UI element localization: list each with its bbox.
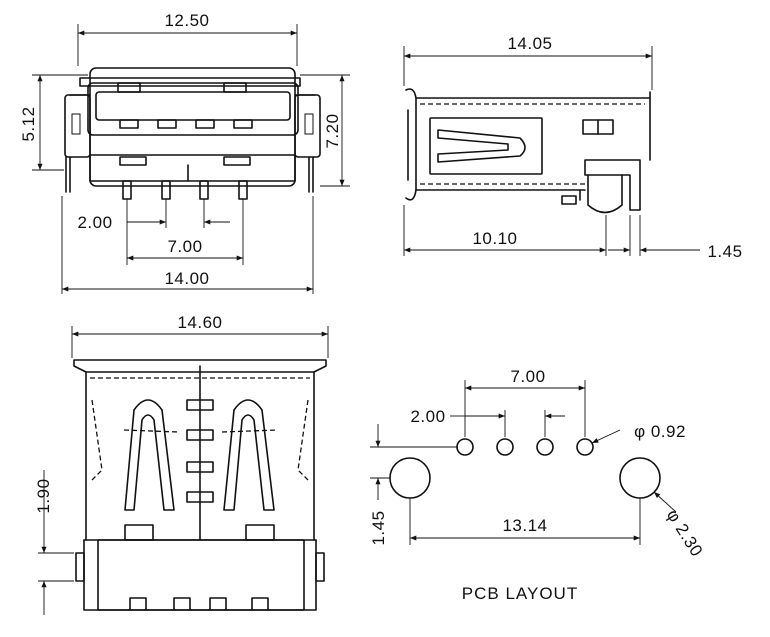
front-left-latch [64,94,91,158]
contact-slot [223,82,247,93]
leader-pin-hole [591,429,621,444]
dim-pin-span: 7.00 [167,237,202,256]
right-peg [308,156,314,193]
peg-hole [389,457,431,499]
front-port-opening [87,82,299,136]
front-pin [199,180,209,200]
dim-left-height: 5.12 [19,106,38,141]
front-view: 12.50 5.12 7.20 2.00 7.00 14.00 [19,11,350,294]
center-slot [186,429,214,441]
dim-pcb-peg-hole: φ 2.30 [663,506,707,560]
dim-top-view-width: 14.60 [177,313,222,332]
housing-right-peg [315,552,325,582]
dim-pcb-offset: 1.45 [369,510,388,545]
pin-hole [576,438,594,456]
side-rear-bracket [584,159,641,211]
front-pin [238,180,248,200]
contact-slot [117,82,141,93]
contact-pad [157,119,177,129]
top-tab-dashed [221,429,279,433]
side-view: 14.05 10.10 1.45 [403,34,742,261]
front-pin [161,180,171,200]
front-pin [122,180,132,200]
front-right-latch [294,94,321,158]
contact-pad [195,119,215,129]
center-slot [186,399,214,411]
side-front-flange [405,88,417,201]
side-foot [561,195,577,205]
top-flange [73,359,327,373]
housing-body [97,539,305,611]
leader-peg-hole [653,491,677,513]
dim-top-width: 12.50 [164,11,209,30]
top-tab-dashed [123,429,179,433]
front-tongue [95,91,291,121]
dim-pcb-pin-span: 7.00 [510,367,545,386]
dim-side-length: 14.05 [507,34,552,53]
left-latch-dashed [91,399,103,481]
housing-left-peg [75,552,85,582]
contact-pad [119,119,139,129]
lower-slot [119,156,147,166]
side-tab-window [429,117,543,175]
top-spring-tab-right [223,399,275,511]
dim-side-body: 10.10 [472,229,517,248]
pin-hole [536,438,554,456]
center-slot [186,491,214,503]
right-latch-dashed [297,399,309,481]
housing-tab [124,524,154,541]
front-top-rim [79,77,301,87]
dim-pcb-peg-span: 13.14 [502,516,547,535]
pcb-layout-title: PCB LAYOUT [462,584,578,603]
top-view: 14.60 1.90 [34,313,329,615]
housing-tab [245,524,275,541]
left-peg [65,156,71,193]
dim-pin-pitch: 2.00 [77,213,112,232]
housing-outline [83,539,317,611]
front-right-dimple [304,113,314,135]
side-peg [587,174,623,214]
dim-pcb-pin-hole: φ 0.92 [634,422,686,441]
front-lower-body [89,154,296,182]
center-slot [186,461,214,473]
pin-hole [456,438,474,456]
contact-pad [233,119,253,129]
dim-top-view-height: 1.90 [34,478,53,513]
top-spring-tab-left [124,399,175,511]
pcb-layout: 7.00 2.00 φ 0.92 1.45 13.14 φ 2.30 PCB L… [369,367,706,603]
side-spring-tab [437,129,526,163]
dim-pcb-pin-pitch: 2.00 [410,407,445,426]
dim-total-width: 14.00 [164,269,209,288]
housing-bottom-notches [129,597,269,611]
pin-hole [496,438,514,456]
front-left-dimple [71,113,81,135]
lower-slot [223,156,251,166]
dim-right-height: 7.20 [323,113,342,148]
dim-side-pin-offset: 1.45 [707,242,742,261]
